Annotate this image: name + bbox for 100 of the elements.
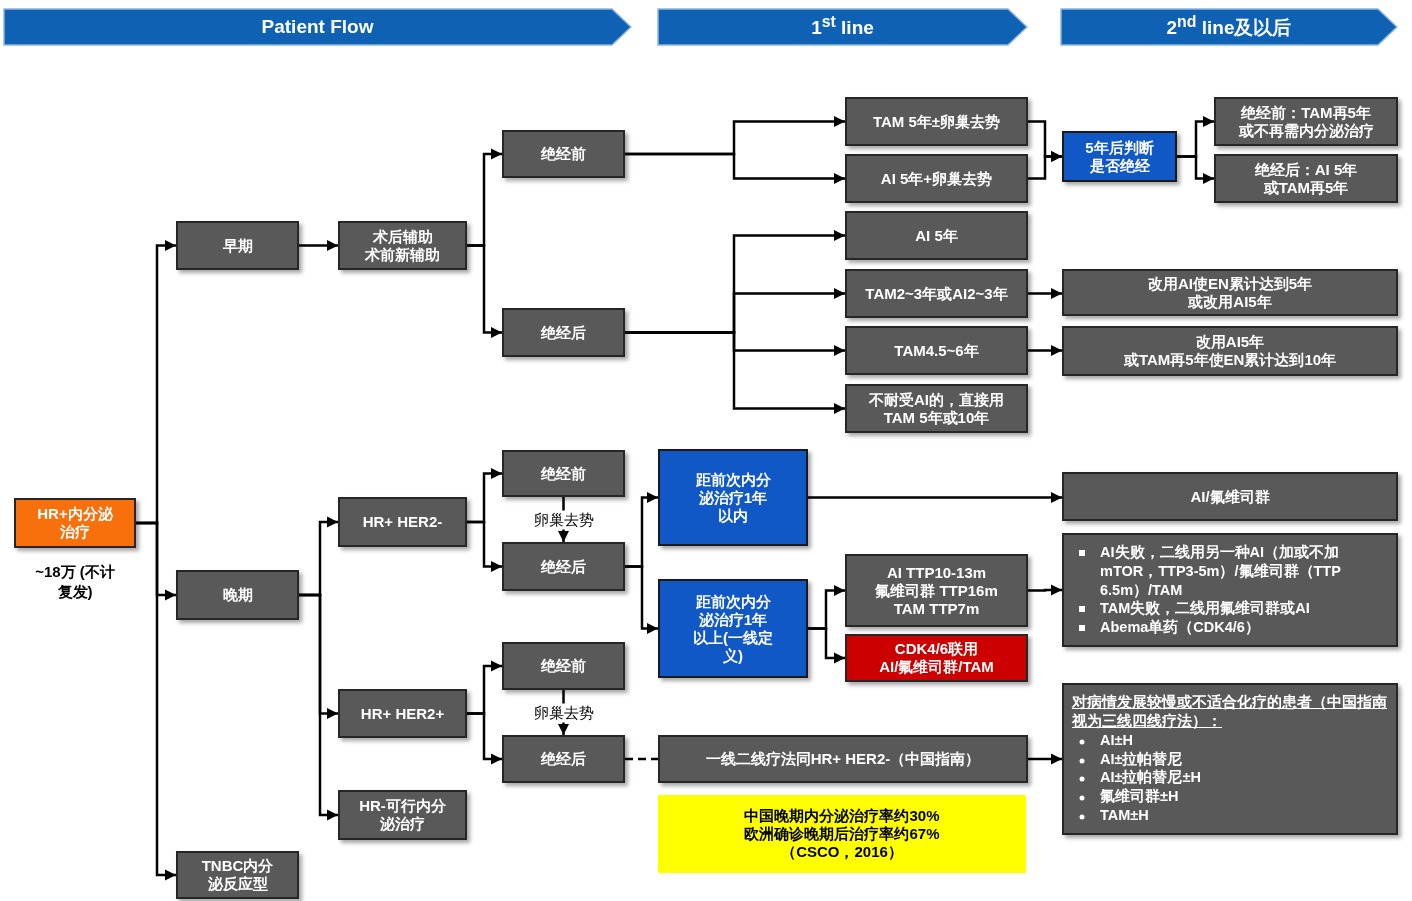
box-label: 改用AI使EN累计达到5年: [1147, 274, 1313, 293]
process-box: [845, 154, 1028, 203]
process-box: [176, 570, 299, 620]
arrow: [467, 244, 502, 339]
header-label: 1$^{st}$ line: [811, 13, 874, 41]
node-note: ~18万 (不计复发): [34, 562, 116, 601]
arrow: [299, 239, 338, 252]
note-box: [658, 795, 1026, 873]
box-label: 绝经前: [541, 145, 586, 163]
process-box: [338, 221, 467, 270]
bullet-item: AI±拉帕替尼: [1100, 749, 1183, 769]
arrow: [625, 331, 845, 415]
section-header-banner: [1060, 8, 1398, 46]
box-label: AI 5年+卵巢去势: [880, 169, 993, 188]
process-box: [1062, 326, 1398, 376]
box-label: （CSCO，2016）: [781, 843, 903, 861]
box-label: 5年后判断是否绝经: [1084, 138, 1155, 175]
arrow: [808, 627, 845, 664]
box-label: 一线二线疗法同HR+ HER2-（中国指南）: [705, 750, 981, 768]
process-box: [1214, 97, 1398, 146]
bullet-item: TAM失败，二线用氟维司群或AI: [1100, 599, 1310, 619]
process-box: [845, 97, 1028, 146]
box-label: 绝经前: [541, 464, 586, 483]
section-header-banner: [657, 8, 1028, 46]
box-label: HR+ HER2+: [360, 704, 445, 723]
box-label: TAM 5年±卵巢去势: [872, 112, 1001, 131]
bullet-item: Abema单药（CDK4/6）: [1100, 618, 1260, 638]
box-label: 距前次内分泌治疗1年以上(一线定义): [693, 592, 773, 665]
arrow: [1028, 344, 1062, 357]
box-label: 术后辅助: [372, 227, 433, 246]
process-box: [176, 851, 299, 899]
edge-label: 卵巢去势: [532, 510, 595, 529]
box-label: TAM4.5~6年: [894, 341, 979, 360]
connector-line: [625, 757, 658, 761]
process-box: [845, 554, 1028, 627]
start-box: [14, 498, 136, 548]
box-label: 早期: [222, 236, 253, 255]
box-label: 或TAM再5年使EN累计达到10年: [1123, 351, 1337, 369]
header-label: Patient Flow: [261, 15, 374, 39]
arrow: [625, 565, 658, 635]
box-label: HR+ HER2-: [362, 513, 443, 531]
process-box: [502, 735, 625, 783]
process-box: [338, 790, 467, 840]
arrow: [1028, 753, 1062, 765]
process-box: [845, 326, 1028, 375]
arrow: [1028, 287, 1062, 300]
process-box: [1214, 154, 1398, 203]
box-label: AI TTP10-13m: [886, 563, 987, 582]
process-box: [502, 450, 625, 497]
process-box: [1062, 533, 1398, 647]
box-label: 绝经后: [541, 557, 586, 576]
bullet-item: 氟维司群±H: [1100, 787, 1179, 807]
arrow: [625, 152, 845, 185]
process-box: [502, 542, 625, 591]
process-box: [502, 642, 625, 690]
box-label: 距前次内分泌治疗1年以内: [694, 470, 772, 525]
process-box: [658, 735, 1028, 783]
process-box: [845, 384, 1028, 433]
box-label: 绝经后: [541, 323, 586, 342]
arrow: [808, 491, 1062, 504]
header-label: 2$^{nd}$ line及以后: [1166, 13, 1292, 41]
box-label: 不耐受AI的，直接用TAM 5年或10年: [868, 390, 1005, 427]
box-label: 绝经后: [541, 750, 586, 768]
process-box: [1062, 683, 1398, 835]
bullet-item: TAM±H: [1100, 806, 1149, 825]
box-label: 欧洲确诊晚期后治疗率约67%: [744, 825, 940, 843]
box-label: 绝经前: [541, 657, 586, 675]
list-heading: 对病情发展较慢或不适合化疗的患者（中国指南视为三线四线疗法）：: [1072, 693, 1388, 731]
edge-label: 卵巢去势: [532, 703, 595, 722]
box-label: HR+内分泌治疗: [36, 505, 114, 541]
decision-box: [658, 579, 808, 678]
decision-box: [1062, 131, 1177, 182]
box-label: 氟维司群 TTP16m: [875, 581, 998, 600]
box-label: AI/氟维司群: [1190, 487, 1270, 506]
box-label: HR-可行内分泌治疗: [358, 797, 447, 833]
arrow: [467, 712, 502, 765]
box-label: 术前新辅助: [365, 245, 440, 264]
decision-box: [658, 449, 808, 546]
box-label: 中国晚期内分泌治疗率约30%: [744, 807, 940, 825]
box-label: 绝经后：AI 5年或TAM再5年: [1253, 160, 1359, 197]
box-label: TNBC内分泌反应型: [200, 857, 275, 893]
box-label: TAM2~3年或AI2~3年: [865, 284, 1008, 303]
process-box: [845, 211, 1028, 260]
process-box: [502, 308, 625, 357]
box-label: AI/氟维司群/TAM: [879, 658, 994, 676]
bullet-item: AI±H: [1100, 730, 1133, 750]
box-label: 绝经前：TAM再5年或不再需内分泌治疗: [1237, 103, 1375, 140]
highlight-box: [845, 634, 1028, 682]
process-box: [502, 130, 625, 178]
box-label: TAM TTP7m: [893, 599, 980, 618]
process-box: [338, 497, 467, 547]
box-label: 或改用AI5年: [1188, 292, 1272, 311]
box-label: 晚期: [222, 586, 253, 604]
arrow: [467, 520, 502, 573]
bullet-item: AI失败，二线用另一种AI（加或不加mTOR，TTP3-5m）/氟维司群（TTP 6.5m）/TAM: [1100, 542, 1342, 600]
box-label: 改用AI5年: [1195, 333, 1265, 351]
process-box: [176, 221, 299, 270]
arrow: [1177, 155, 1214, 185]
box-label: AI 5年: [915, 226, 958, 245]
bullet-item: AI±拉帕替尼±H: [1100, 768, 1201, 788]
